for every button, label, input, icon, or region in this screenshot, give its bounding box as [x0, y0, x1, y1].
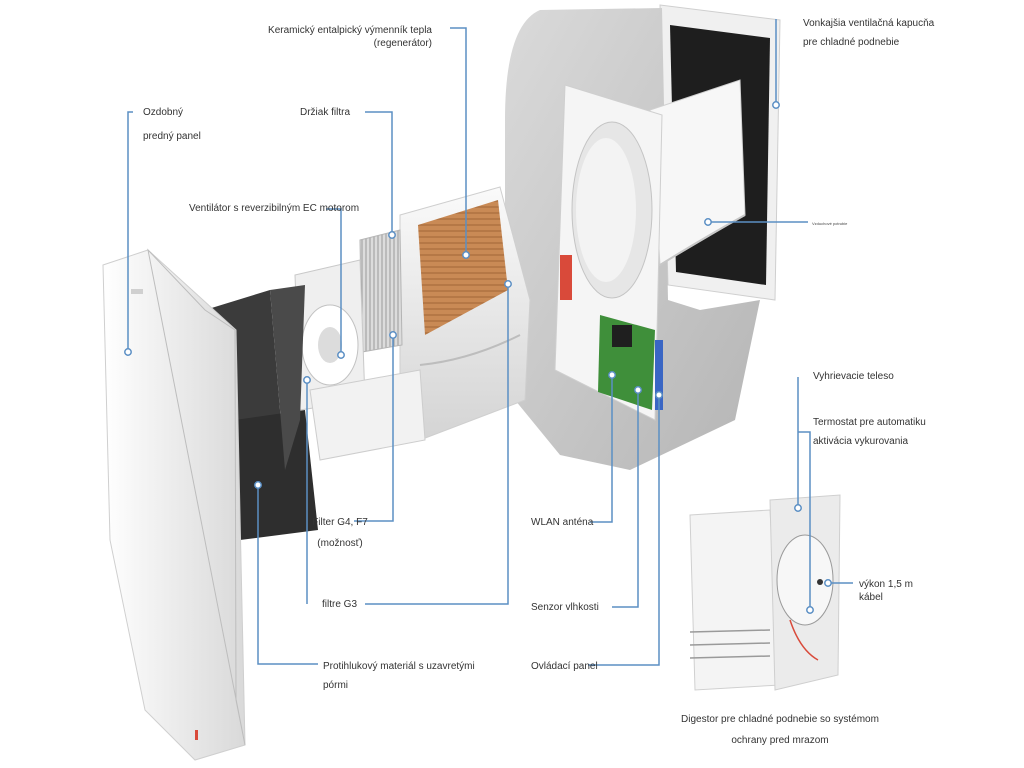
label-filter-g4-f7: Filter G4, F7 (možnosť): [312, 517, 368, 549]
label-soundproof-material: Protihlukový materiál s uzavretými pórmi: [323, 661, 475, 691]
label-control-panel: Ovládací panel: [531, 661, 598, 672]
label-ceramic-exchanger: Keramický entalpický výmenník tepla (reg…: [268, 25, 432, 49]
label-air-duct: Vzduchové potrubie: [812, 221, 848, 226]
leader-lines: [127, 19, 853, 666]
front-panel-shape: [102, 248, 246, 761]
label-cold-climate-hood: Digestor pre chladné podnebie so systémo…: [681, 714, 879, 746]
label-wlan-antenna: WLAN anténa: [531, 517, 594, 528]
label-power-cable: výkon 1,5 m kábel: [859, 579, 913, 603]
fan-housing-shape: [294, 259, 366, 411]
label-outer-hood: Vonkajšia ventilačná kapucňa pre chladné…: [803, 18, 935, 48]
inner-tube-shape: [309, 369, 426, 461]
cold-climate-hood-image: [689, 494, 841, 691]
label-humidity-sensor: Senzor vlhkosti: [531, 602, 599, 613]
label-filter-holder: Držiak filtra: [300, 107, 351, 118]
label-thermostat: Termostat pre automatiku aktivácia vykur…: [813, 417, 926, 447]
leader-dots: [124, 101, 832, 614]
label-heating-element: Vyhrievacie teleso: [813, 371, 894, 382]
label-decorative-panel: Ozdobný predný panel: [143, 107, 201, 142]
label-filter-g3: filtre G3: [322, 599, 358, 610]
label-fan-ec-motor: Ventilátor s reverzibilným EC motorom: [189, 203, 360, 214]
air-duct-shape: [649, 79, 746, 266]
